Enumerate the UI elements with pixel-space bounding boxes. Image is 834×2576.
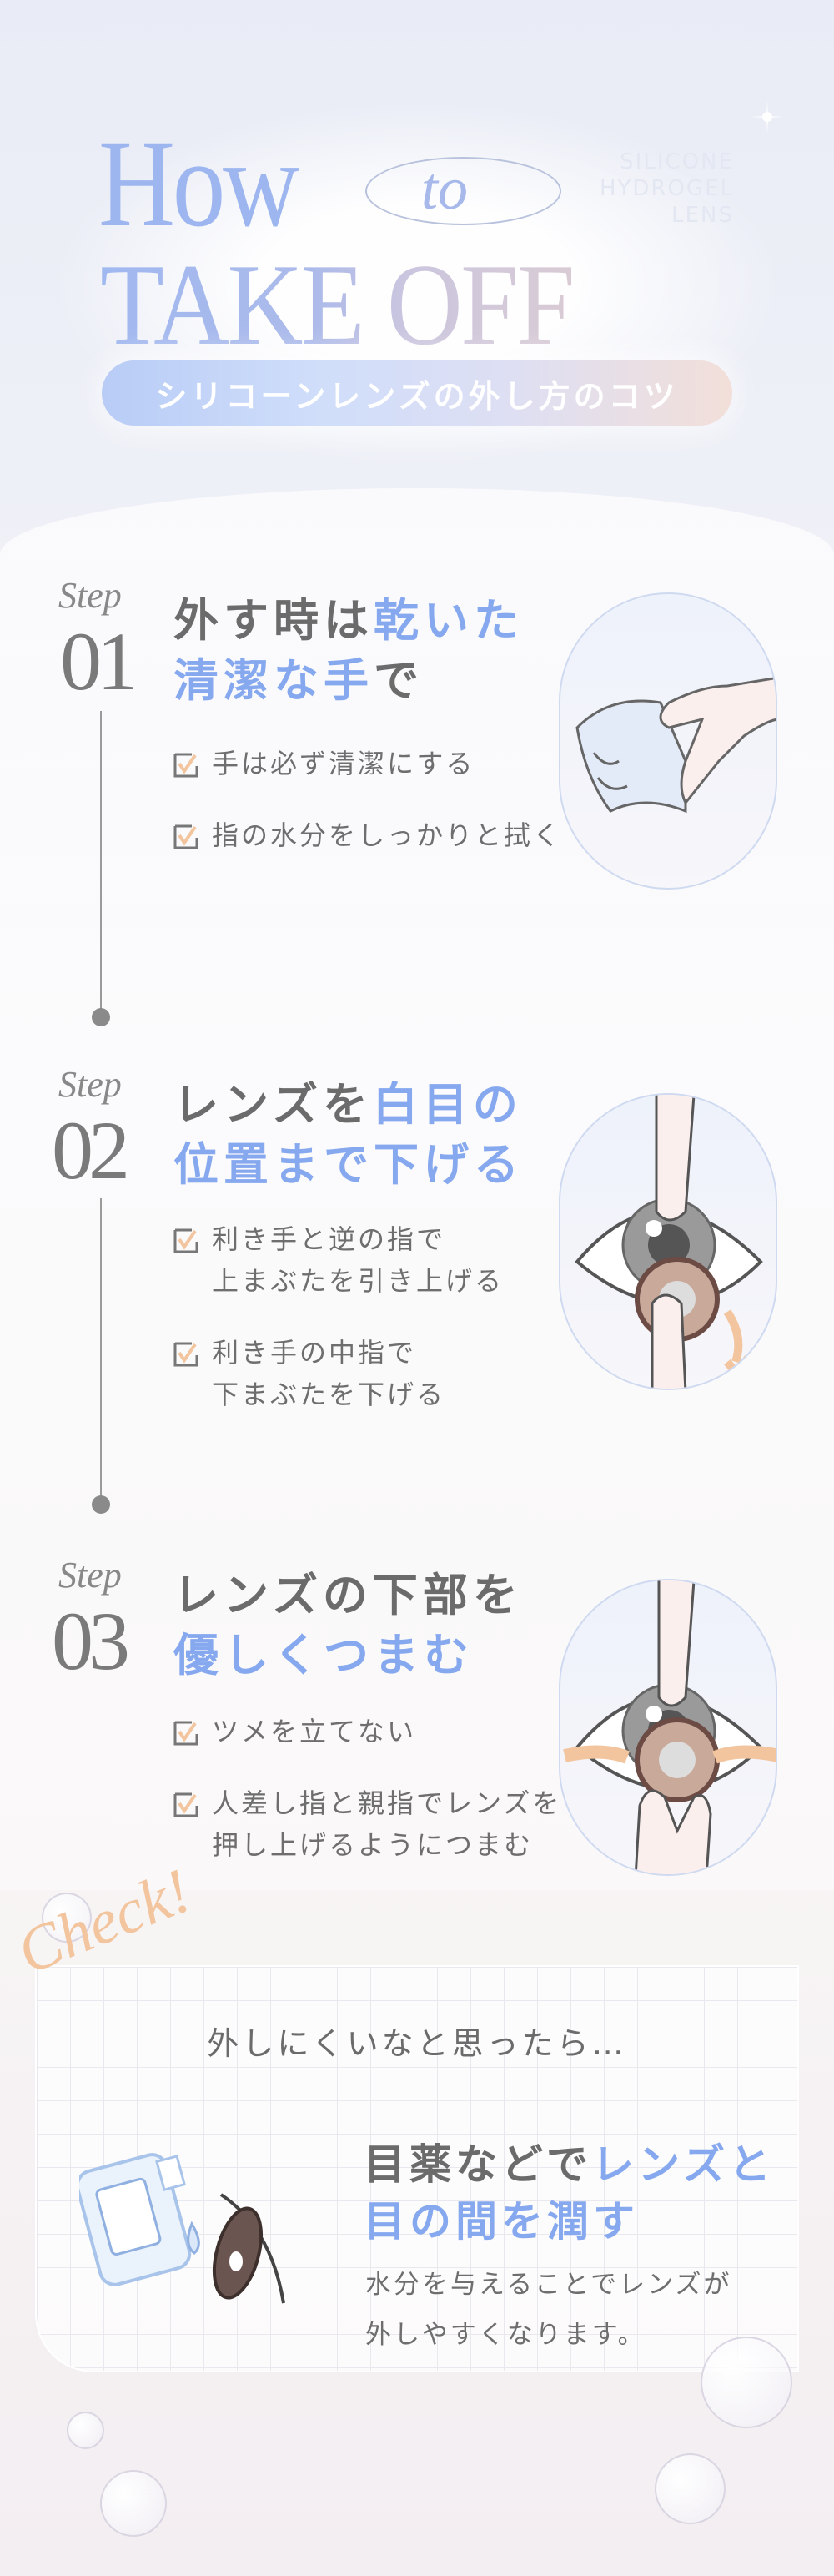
title-take-off: TAKE OFF [100, 240, 575, 370]
check-text: 利き手の中指で [212, 1337, 417, 1369]
check-text: 下まぶたを下げる [212, 1379, 446, 1410]
title-how: How [98, 114, 299, 253]
bubble-decoration [701, 2337, 792, 2428]
title-plain: レンズを [173, 1078, 373, 1131]
check-text: ツメを立てない [212, 1716, 417, 1747]
title-highlight: 白目の [372, 1078, 523, 1131]
tagline-line: LENS [671, 203, 734, 228]
title-highlight: 目の間を潤す [364, 2197, 639, 2246]
timeline-dot [92, 1008, 110, 1026]
checkbox-checked-icon [173, 1228, 198, 1253]
checkbox-checked-icon [173, 824, 198, 849]
check-item: ツメを立てない [172, 1711, 561, 1752]
timeline-line [100, 1198, 102, 1499]
check-text: 上まぶたを引き上げる [212, 1265, 505, 1297]
eye-lens-pinch-icon [559, 1579, 777, 1876]
check-item: 利き手と逆の指で上まぶたを引き上げる [172, 1218, 504, 1302]
tagline: SILICONE HYDROGEL LENS [584, 149, 734, 229]
hand-wiping-with-cloth-icon [559, 592, 777, 890]
tip-body-line: 外しやすくなります。 [365, 2320, 646, 2350]
subtitle-pill: シリコーンレンズの外し方のコツ [102, 360, 732, 426]
step-number: 03 [52, 1595, 130, 1687]
bubble-decoration [42, 1893, 92, 1943]
step-label: Step [58, 1064, 122, 1105]
checklist: 手は必ず清潔にする 指の水分をしっかりと拭く [172, 743, 562, 856]
checkbox-checked-icon [173, 1792, 198, 1817]
bubble-decoration [100, 2470, 167, 2537]
title-plain: 目薬などで [364, 2140, 592, 2189]
step-title: レンズの下部を 優しくつまむ [173, 1565, 523, 1686]
check-text: 人差し指と親指でレンズを [212, 1787, 562, 1819]
check-item: 指の水分をしっかりと拭く [172, 814, 562, 856]
check-item: 人差し指と親指でレンズを押し上げるようにつまむ [172, 1782, 561, 1866]
check-item: 利き手の中指で下まぶたを下げる [172, 1332, 504, 1415]
check-text: 手は必ず清潔にする [212, 748, 475, 779]
step-label: Step [58, 1555, 122, 1596]
title-highlight: 位置まで下げる [173, 1138, 524, 1191]
check-text: 利き手と逆の指で [212, 1223, 446, 1255]
check-text: 押し上げるようにつまむ [212, 1829, 534, 1861]
eye-drop-icon [79, 2153, 285, 2304]
check-text: 指の水分をしっかりと拭く [212, 819, 563, 851]
title-highlight: 乾いた [374, 594, 524, 647]
step-number: 01 [60, 615, 138, 708]
tagline-line: SILICONE [620, 149, 734, 174]
checkbox-checked-icon [173, 753, 198, 778]
title-plain: で [374, 654, 424, 707]
eye-lens-slide-down-icon [559, 1093, 777, 1390]
checkbox-checked-icon [173, 1342, 198, 1367]
step-number: 02 [52, 1104, 130, 1197]
timeline-line [100, 711, 102, 1011]
timeline-dot [92, 1495, 110, 1514]
bubble-decoration [655, 2453, 726, 2524]
checklist: 利き手と逆の指で上まぶたを引き上げる 利き手の中指で下まぶたを下げる [172, 1218, 504, 1415]
tagline-line: HYDROGEL [599, 176, 734, 201]
to-oval-frame [365, 157, 561, 225]
title-highlight: 清潔な手 [173, 654, 374, 707]
step-label: Step [58, 575, 122, 616]
step-title: 外す時は乾いた 清潔な手で [173, 591, 524, 711]
bubble-decoration [67, 2412, 104, 2449]
title-to: to [421, 155, 469, 222]
tip-subtitle: 外しにくいなと思ったら… [207, 2025, 627, 2062]
title-highlight: レンズと [592, 2140, 775, 2189]
check-item: 手は必ず清潔にする [172, 743, 562, 784]
step-title: レンズを白目の 位置まで下げる [173, 1075, 524, 1195]
checkbox-checked-icon [173, 1721, 198, 1746]
title-highlight: 優しくつまむ [173, 1629, 474, 1681]
tip-title: 目薬などでレンズと 目の間を潤す [364, 2136, 775, 2250]
title-plain: 外す時は [173, 594, 374, 647]
title-plain: レンズの下部を [173, 1569, 523, 1621]
tip-body-line: 水分を与えることでレンズが [365, 2270, 732, 2300]
tip-body: 水分を与えることでレンズが 外しやすくなります。 [365, 2260, 732, 2360]
sparkle-icon [751, 100, 784, 134]
checklist: ツメを立てない 人差し指と親指でレンズを押し上げるようにつまむ [172, 1711, 561, 1866]
